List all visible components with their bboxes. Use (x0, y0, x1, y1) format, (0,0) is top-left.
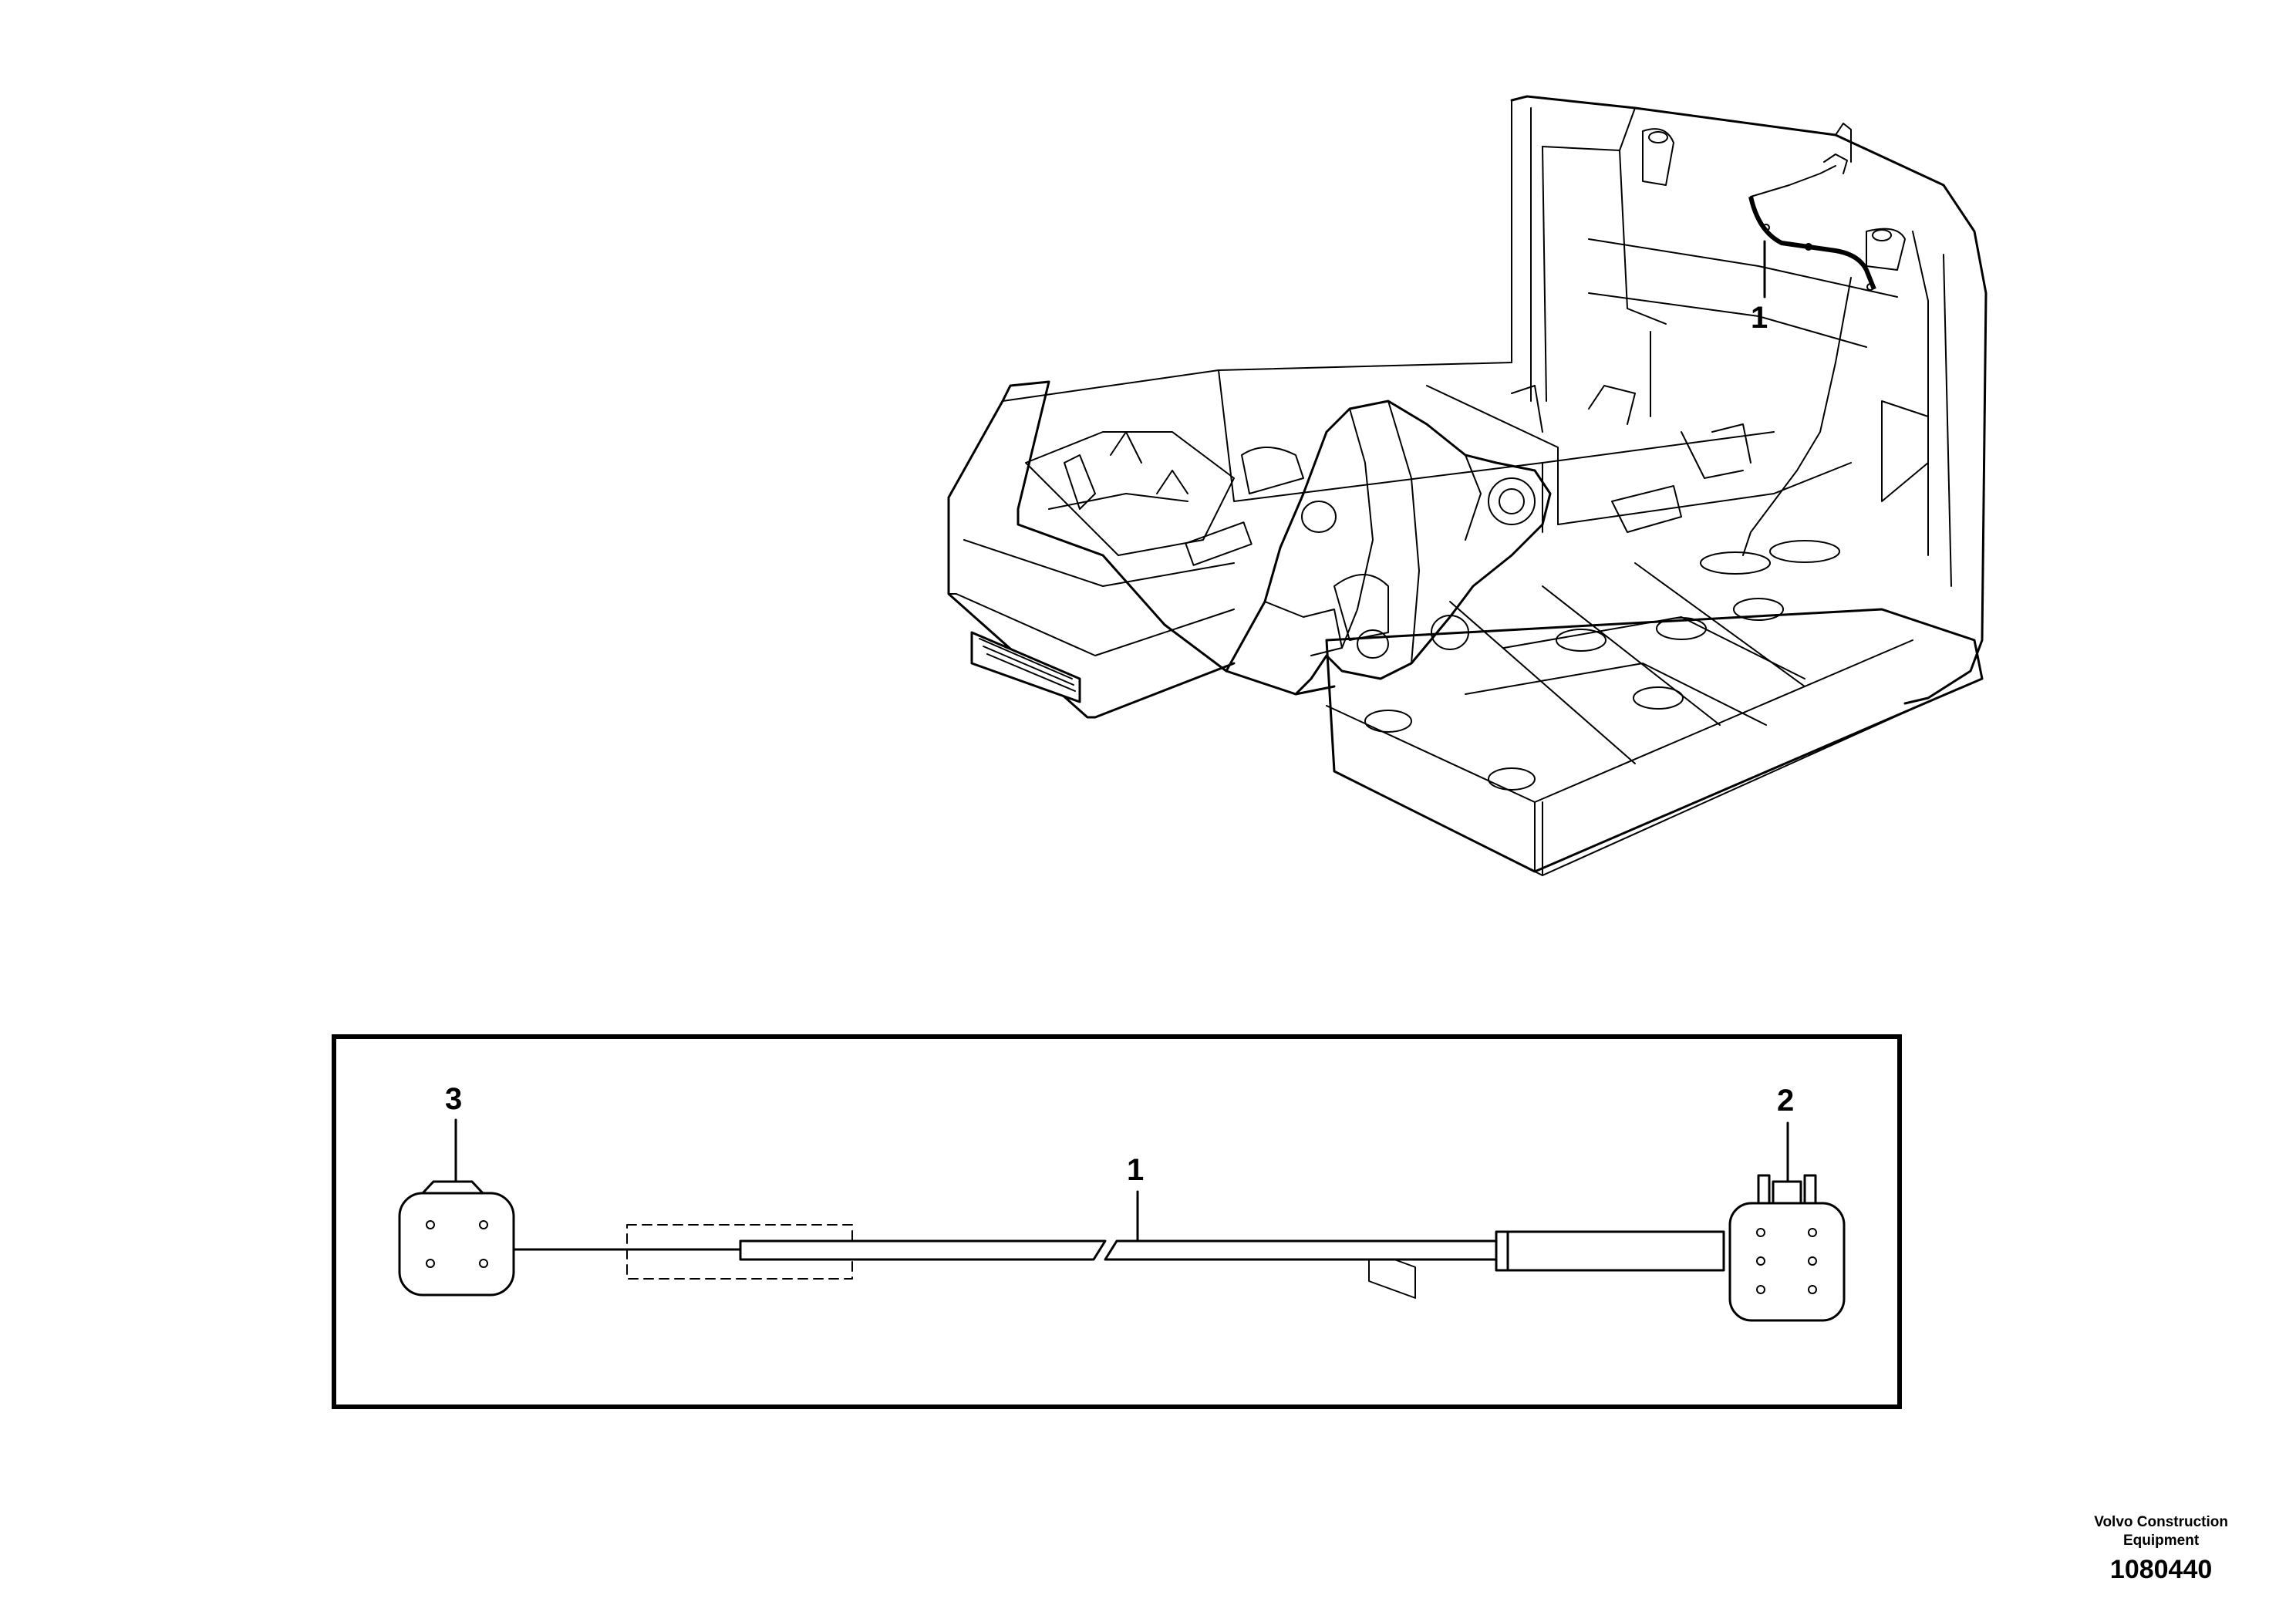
callout-2: 2 (1777, 1084, 1794, 1183)
callout-1-detail: 1 (1127, 1153, 1144, 1242)
harness-detail-frame (332, 1034, 1902, 1409)
left-side-frame (947, 380, 1336, 696)
document-number: 1080440 (2109, 1555, 2213, 1584)
brand-name-line-1: Volvo Construction (2094, 1514, 2228, 1530)
connector-3-4-pin (398, 1180, 515, 1297)
access-step (970, 631, 1081, 703)
brand-name-line-2: Equipment (2123, 1533, 2200, 1549)
footer-brand-block: Volvo Construction Equipment 1080440 (2094, 1513, 2228, 1585)
machine-frame-illustration (947, 95, 1988, 1299)
callout-number: 3 (445, 1082, 462, 1116)
cab-rear-wall (1510, 95, 1988, 705)
callout-1-upper: 1 (1751, 240, 1768, 335)
callout-3: 3 (445, 1082, 462, 1183)
boom-swing-bracket (1225, 400, 1552, 696)
harness-cable (512, 1224, 1725, 1280)
callout-number: 1 (1751, 301, 1768, 335)
wire-harness-installed (1748, 196, 1876, 291)
callout-number: 2 (1777, 1084, 1794, 1118)
connector-2-6-pin (1728, 1174, 1846, 1322)
callout-number: 1 (1127, 1153, 1144, 1187)
